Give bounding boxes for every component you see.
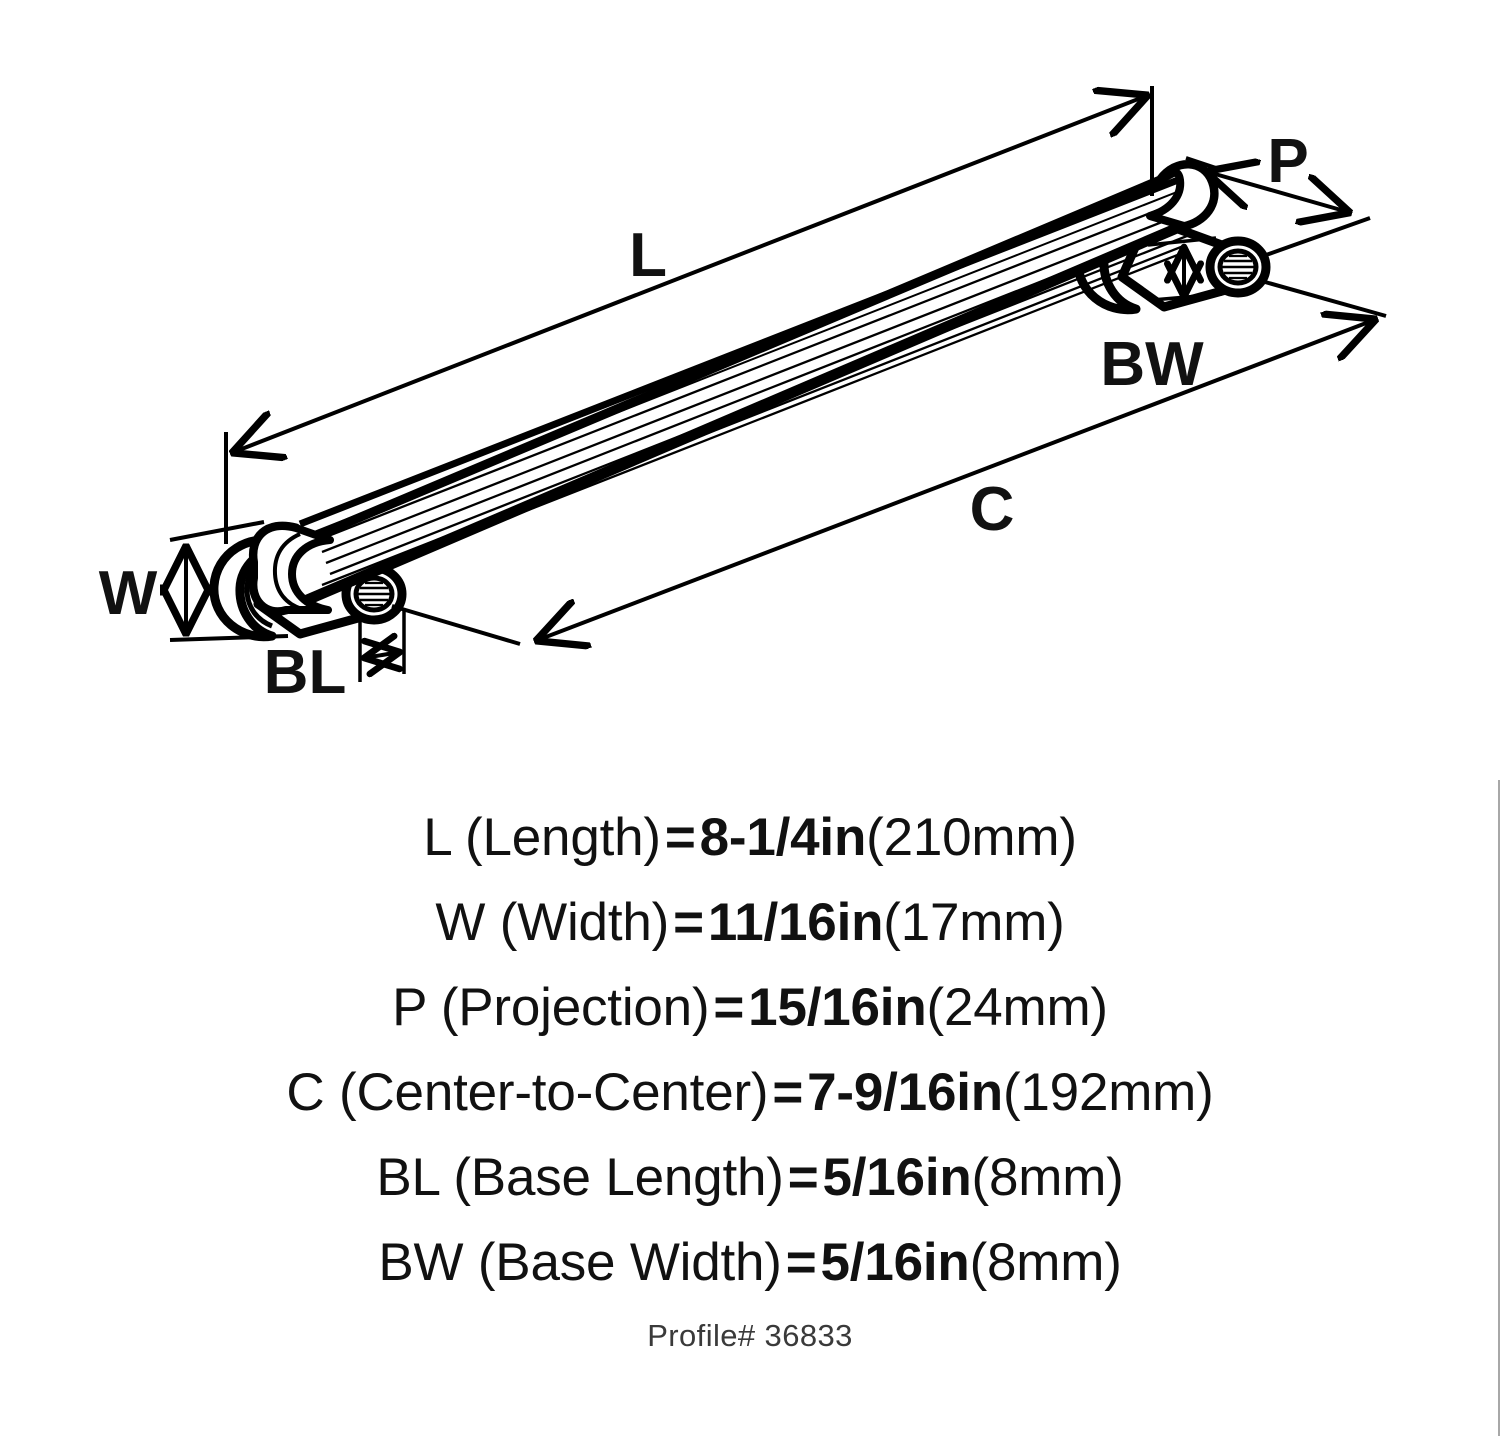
dimension-L: L bbox=[224, 86, 1154, 544]
spec-equals-center-to-center: = bbox=[772, 1063, 804, 1122]
spec-row-width: W (Width)=11/16in(17mm) bbox=[0, 880, 1500, 965]
C-label: C bbox=[970, 475, 1015, 544]
P-label: P bbox=[1267, 127, 1308, 196]
spec-label-base-length: BL (Base Length) bbox=[376, 1148, 784, 1207]
spec-label-base-width: BW (Base Width) bbox=[378, 1233, 782, 1292]
spec-label-width: W (Width) bbox=[435, 893, 670, 952]
W-ext-top bbox=[169, 520, 265, 542]
BW-ext-top bbox=[1147, 236, 1217, 247]
C-dim-line bbox=[538, 320, 1374, 640]
spec-imperial-projection: 15/16in bbox=[748, 978, 927, 1037]
technical-drawing: L W P BW bbox=[98, 86, 1387, 707]
L-dim-line bbox=[234, 96, 1146, 452]
spec-label-center-to-center: C (Center-to-Center) bbox=[286, 1063, 769, 1122]
spec-row-length: L (Length)=8-1/4in(210mm) bbox=[0, 795, 1500, 880]
left-screw-hatching bbox=[358, 581, 390, 607]
spec-equals-base-length: = bbox=[787, 1148, 819, 1207]
spec-metric-width: (17mm) bbox=[883, 893, 1065, 952]
spec-equals-base-width: = bbox=[785, 1233, 817, 1292]
spec-equals-width: = bbox=[673, 893, 704, 952]
L-label: L bbox=[629, 221, 667, 290]
spec-label-projection: P (Projection) bbox=[392, 978, 710, 1037]
spec-imperial-base-width: 5/16in bbox=[820, 1233, 970, 1292]
spec-metric-base-length: (8mm) bbox=[971, 1148, 1124, 1207]
spec-equals-projection: = bbox=[713, 978, 745, 1037]
BL-dim-line bbox=[360, 632, 404, 678]
spec-imperial-length: 8-1/4in bbox=[699, 808, 867, 867]
dimension-C: C bbox=[391, 278, 1387, 646]
bar-left-cap-arc bbox=[272, 532, 303, 611]
C-ext-left bbox=[391, 604, 521, 646]
spec-metric-length: (210mm) bbox=[866, 808, 1077, 867]
spec-row-base-width: BW (Base Width)=5/16in(8mm) bbox=[0, 1220, 1500, 1305]
drawing-svg: L W P BW bbox=[98, 86, 1387, 707]
spec-imperial-width: 11/16in bbox=[707, 893, 884, 952]
spec-metric-projection: (24mm) bbox=[926, 978, 1109, 1037]
W-label: W bbox=[99, 559, 158, 628]
dimension-P: P bbox=[1185, 127, 1371, 257]
bar-left-cap bbox=[249, 522, 334, 616]
specification-list: L (Length)=8-1/4in(210mm) W (Width)=11/1… bbox=[0, 795, 1500, 1305]
W-ext-bottom bbox=[169, 634, 289, 642]
C-ext-right bbox=[1257, 278, 1387, 318]
P-dim-line bbox=[1208, 172, 1348, 212]
dimension-BL: BL bbox=[264, 608, 406, 707]
bar-right-cap bbox=[1146, 160, 1218, 230]
dimension-W: W bbox=[99, 520, 289, 642]
BL-label: BL bbox=[264, 638, 347, 707]
BW-label: BW bbox=[1100, 330, 1204, 399]
spec-row-base-length: BL (Base Length)=5/16in(8mm) bbox=[0, 1135, 1500, 1220]
spec-imperial-center-to-center: 7-9/16in bbox=[807, 1063, 1003, 1122]
spec-row-center-to-center: C (Center-to-Center)=7-9/16in(192mm) bbox=[0, 1050, 1500, 1135]
spec-metric-base-width: (8mm) bbox=[969, 1233, 1122, 1292]
spec-label-length: L (Length) bbox=[423, 808, 661, 867]
spec-imperial-base-length: 5/16in bbox=[822, 1148, 972, 1207]
profile-number: Profile# 36833 bbox=[647, 1318, 853, 1353]
spec-row-projection: P (Projection)=15/16in(24mm) bbox=[0, 965, 1500, 1050]
right-screw-hatching bbox=[1222, 254, 1254, 280]
spec-equals-length: = bbox=[664, 808, 696, 867]
spec-metric-center-to-center: (192mm) bbox=[1002, 1063, 1214, 1122]
